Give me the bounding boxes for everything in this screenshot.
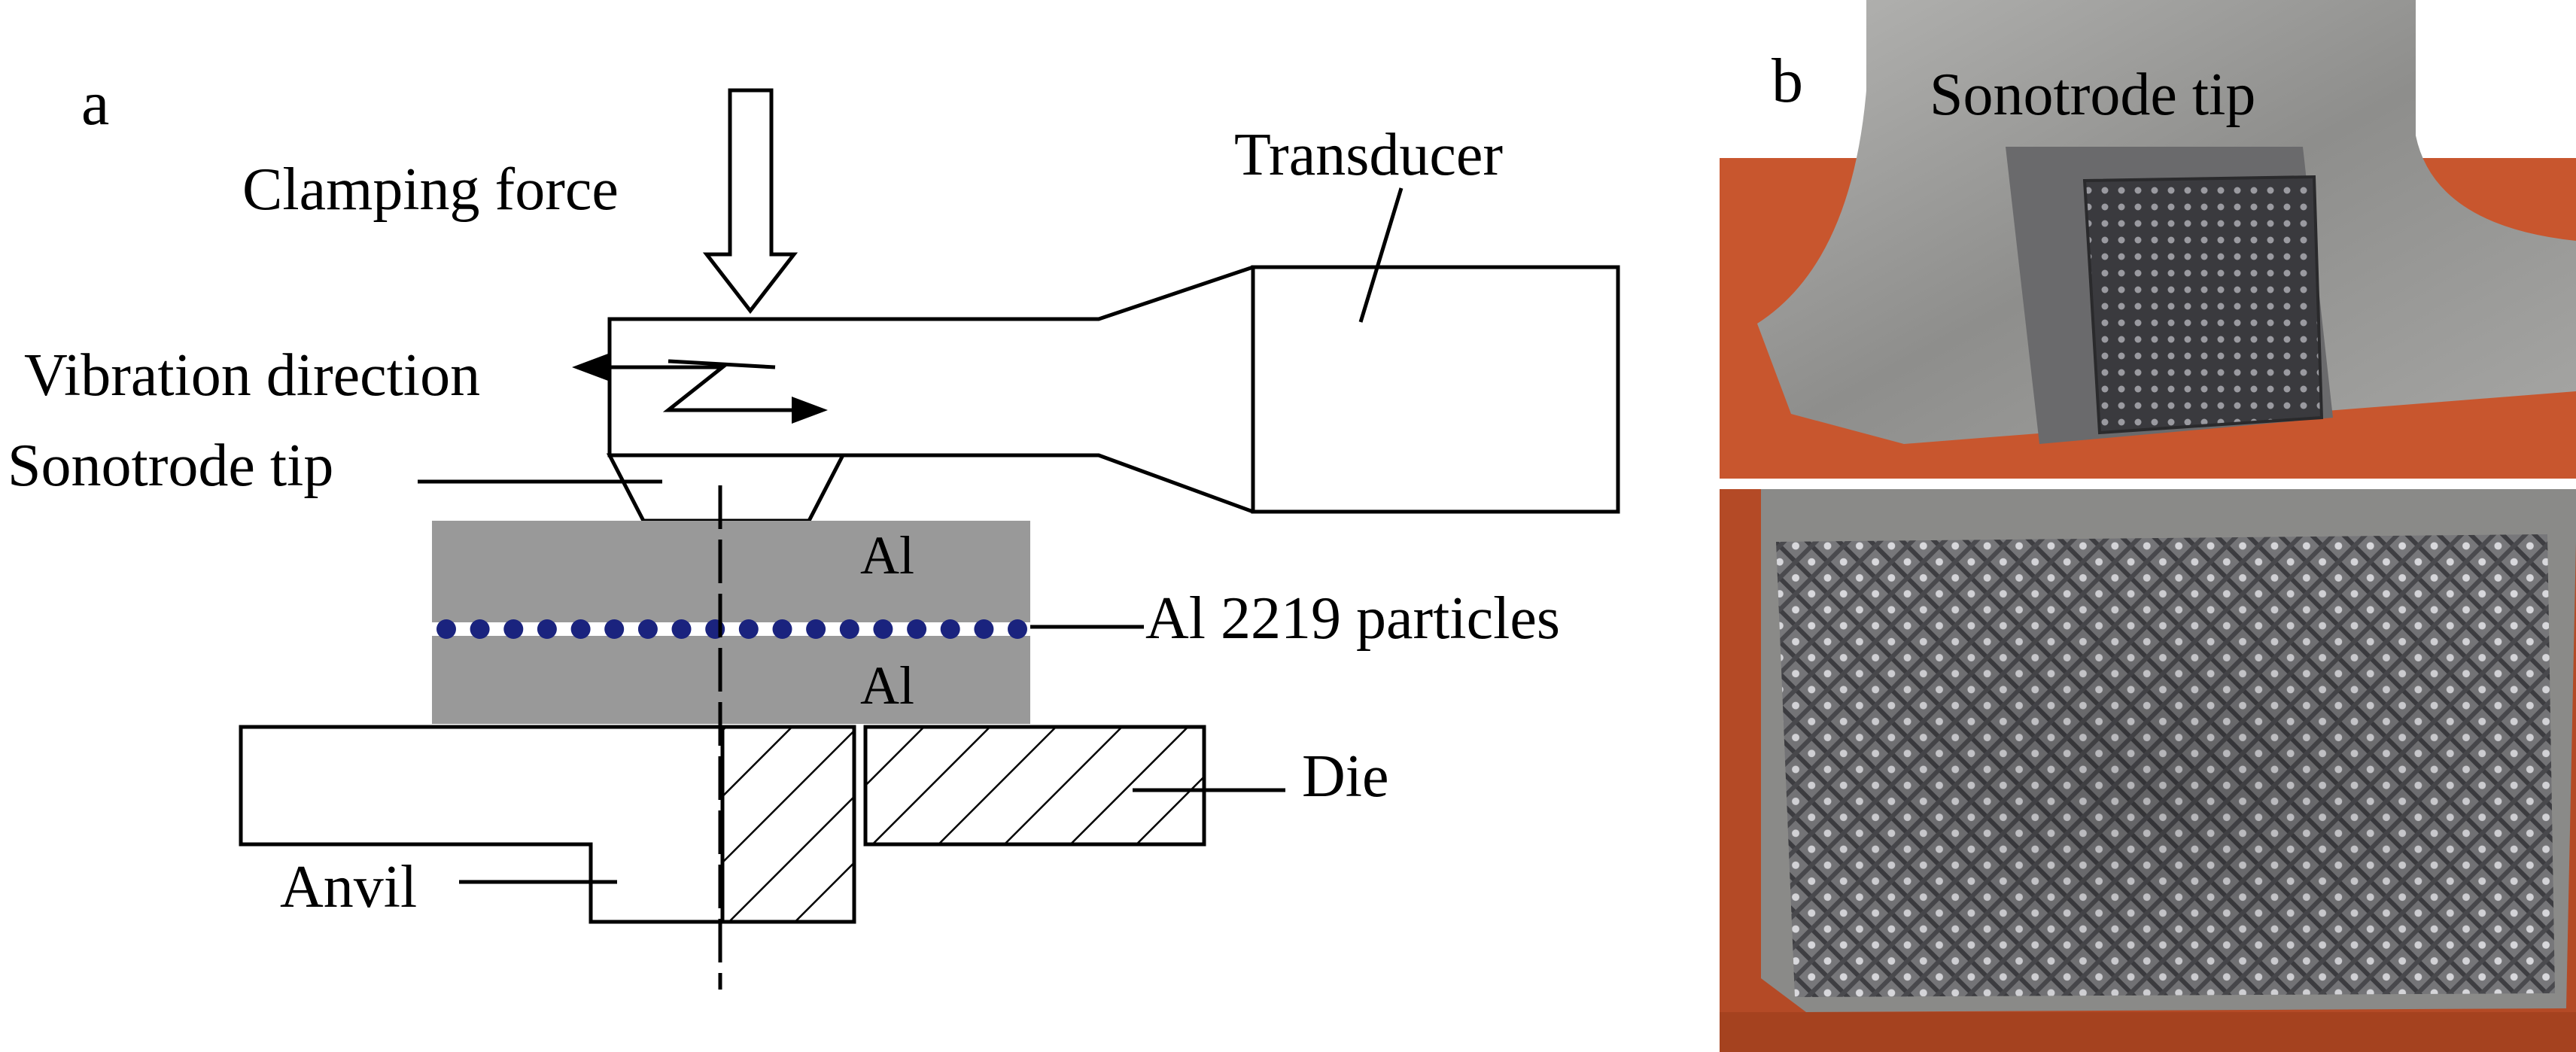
particle-dot bbox=[806, 619, 826, 639]
particle-dot bbox=[873, 619, 893, 639]
particle-dot bbox=[940, 619, 960, 639]
die bbox=[863, 725, 1206, 847]
sonotrode-tip-photo bbox=[1720, 0, 2576, 485]
particle-dot bbox=[470, 619, 490, 639]
particle-dot bbox=[839, 619, 859, 639]
particle-dot bbox=[637, 619, 658, 639]
sonotrode-tip-photo-label: Sonotrode tip bbox=[1930, 62, 2255, 128]
al-sheet-bottom bbox=[432, 636, 1030, 724]
panel-a-schematic: a Clamping force Transducer Vibration di… bbox=[8, 68, 1620, 990]
particle-dot bbox=[503, 619, 524, 639]
knurled-surface-photo bbox=[1720, 489, 2576, 1052]
transducer-leader bbox=[1358, 187, 1404, 323]
transducer bbox=[1251, 265, 1620, 514]
panel-a-label: a bbox=[81, 68, 109, 138]
particle-dot bbox=[604, 619, 625, 639]
anvil-label: Anvil bbox=[280, 854, 417, 920]
al-bottom-label: Al bbox=[860, 655, 914, 716]
anvil-hatched-section bbox=[720, 725, 856, 924]
vibration-direction-label: Vibration direction bbox=[24, 342, 480, 409]
die-label: Die bbox=[1302, 743, 1389, 810]
vibration-direction-arrow bbox=[572, 354, 828, 424]
particle-dot bbox=[738, 619, 759, 639]
particle-dot bbox=[974, 619, 994, 639]
particle-dot bbox=[907, 619, 927, 639]
clamping-force-arrow bbox=[702, 88, 798, 315]
sonotrode-tip-shape bbox=[606, 453, 847, 523]
particles-label: Al 2219 particles bbox=[1145, 585, 1560, 652]
sonotrode-tip-label: Sonotrode tip bbox=[8, 433, 333, 499]
panel-b-photos: b Sonotrode tip bbox=[1720, 0, 2576, 1052]
particle-dot bbox=[570, 619, 591, 639]
particle-dot bbox=[537, 619, 557, 639]
al-top-label: Al bbox=[860, 525, 914, 585]
al-sheet-top bbox=[432, 521, 1030, 622]
clamping-force-label: Clamping force bbox=[242, 157, 619, 223]
panel-b-label: b bbox=[1772, 46, 1803, 116]
particle-dot bbox=[772, 619, 792, 639]
transducer-label: Transducer bbox=[1234, 122, 1503, 188]
particle-dot bbox=[671, 619, 692, 639]
particle-dot bbox=[436, 619, 456, 639]
particle-dot bbox=[1008, 619, 1027, 639]
